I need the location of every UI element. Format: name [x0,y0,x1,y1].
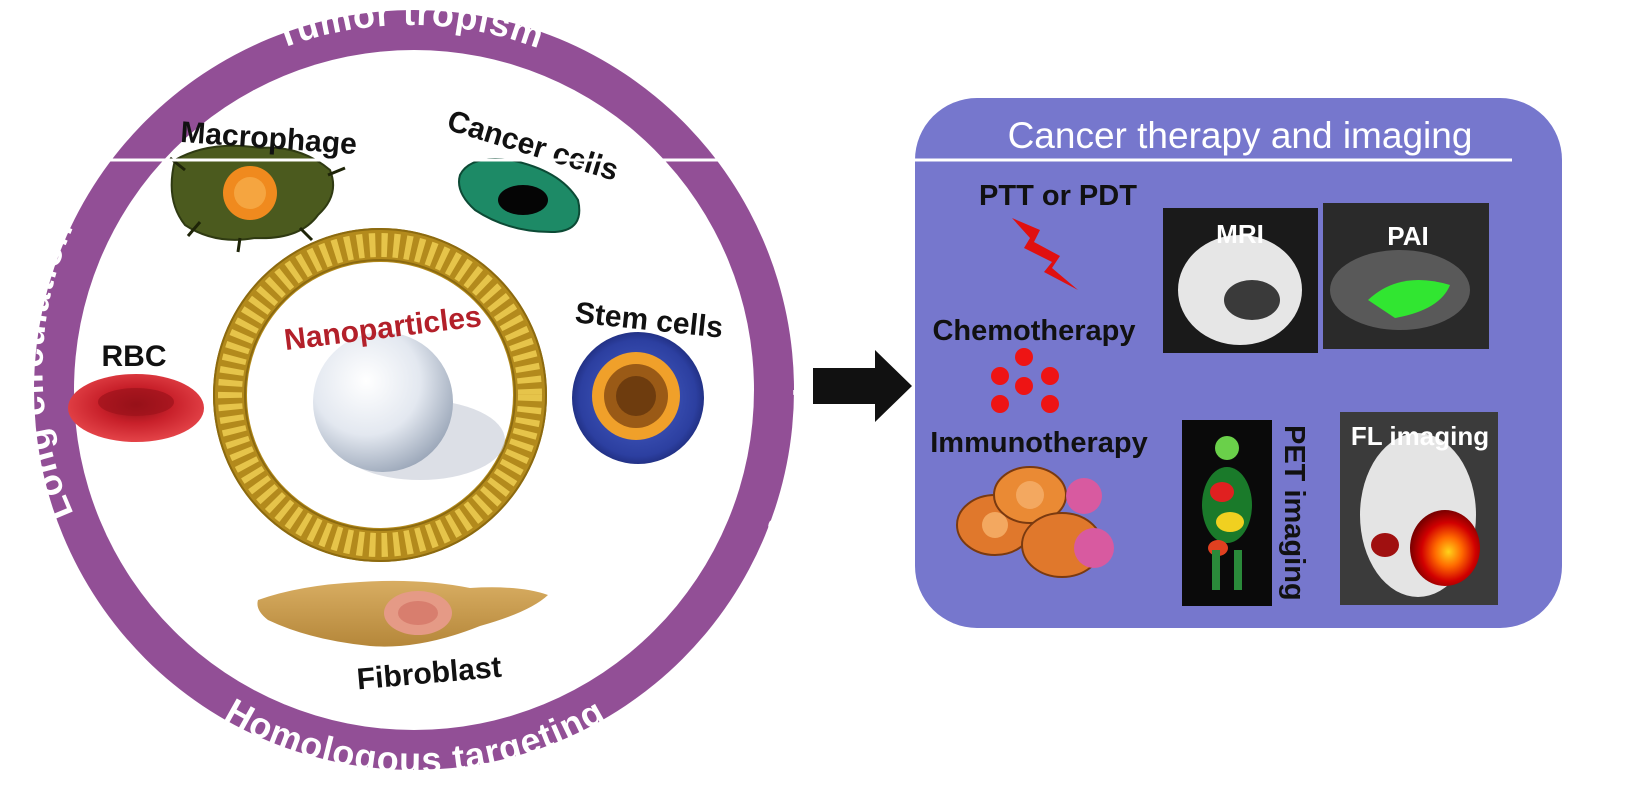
macrophage-cell [169,144,346,253]
mri-dark-region [1224,280,1280,320]
process-arrow [813,350,912,422]
mri-label: MRI [1216,219,1264,249]
ptt-pdt-label: PTT or PDT [979,180,1137,212]
immune-cells-icon [956,466,1114,578]
nanoparticle-membrane-ring [213,228,547,562]
drug-particles-icon [991,348,1059,413]
chemotherapy-label: Chemotherapy [932,315,1135,347]
cancer-cell [458,158,581,234]
fl-signal-small [1371,533,1399,557]
fibroblast-cell [257,580,548,647]
fl-signal [1410,510,1480,586]
pet-imaging-label: PET imaging [1278,425,1310,601]
immunotherapy-label: Immunotherapy [930,427,1148,459]
rbc-cell [68,374,204,442]
panel-title: Cancer therapy and imaging [1008,115,1473,156]
rbc-label: RBC [102,340,167,373]
pai-label: PAI [1387,221,1428,251]
nanoparticle-sphere [313,332,453,472]
stem-cell [572,332,704,464]
lightning-icon [1012,218,1078,290]
fl-imaging-label: FL imaging [1351,421,1489,451]
pai-signal [1368,280,1450,318]
pet-body [1202,436,1252,590]
